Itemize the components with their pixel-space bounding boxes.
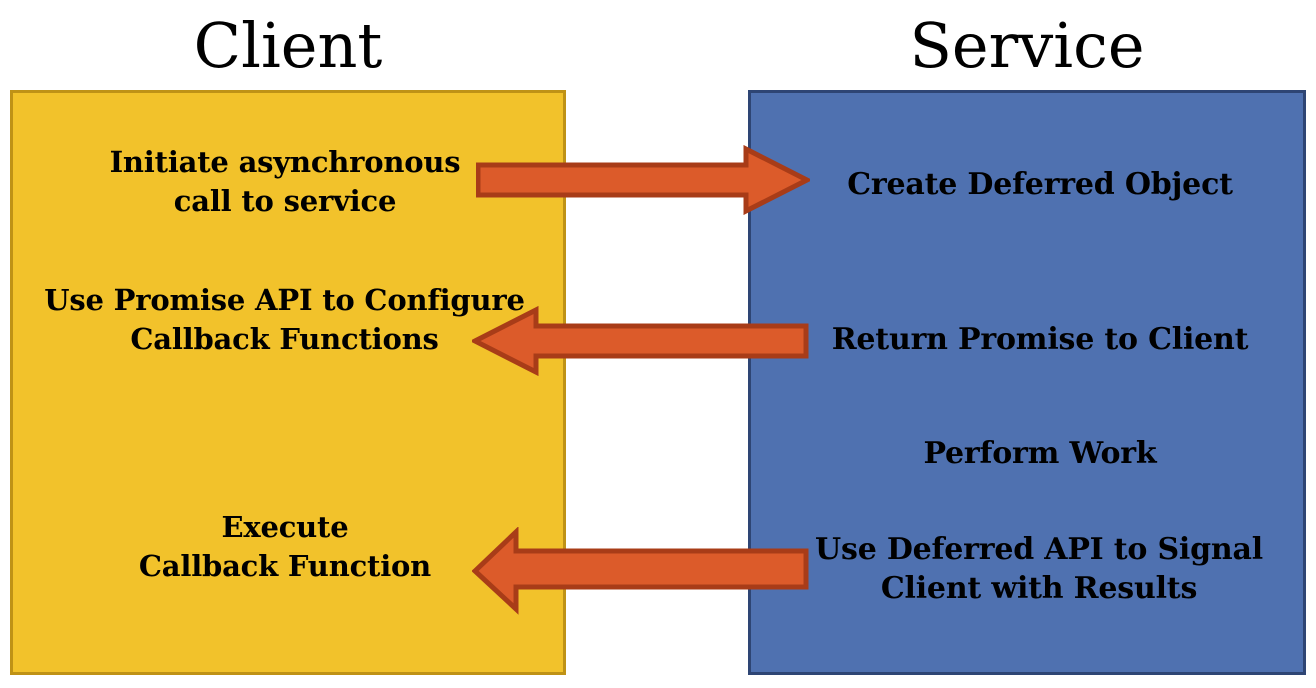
client-step-initiate-call: Initiate asynchronous call to service bbox=[109, 145, 461, 218]
service-step-signal-client: Use Deferred API to Signal Client with R… bbox=[815, 532, 1263, 606]
client-step-configure-callbacks: Use Promise API to Configure Callback Fu… bbox=[44, 283, 525, 356]
service-lane bbox=[748, 90, 1306, 675]
service-column-title: Service bbox=[909, 9, 1145, 82]
client-column-title: Client bbox=[193, 9, 383, 82]
service-step-perform-work: Perform Work bbox=[923, 436, 1157, 471]
service-step-return-promise: Return Promise to Client bbox=[831, 322, 1249, 357]
service-step-create-deferred: Create Deferred Object bbox=[847, 167, 1233, 202]
client-step-execute-callback: Execute Callback Function bbox=[138, 510, 432, 583]
